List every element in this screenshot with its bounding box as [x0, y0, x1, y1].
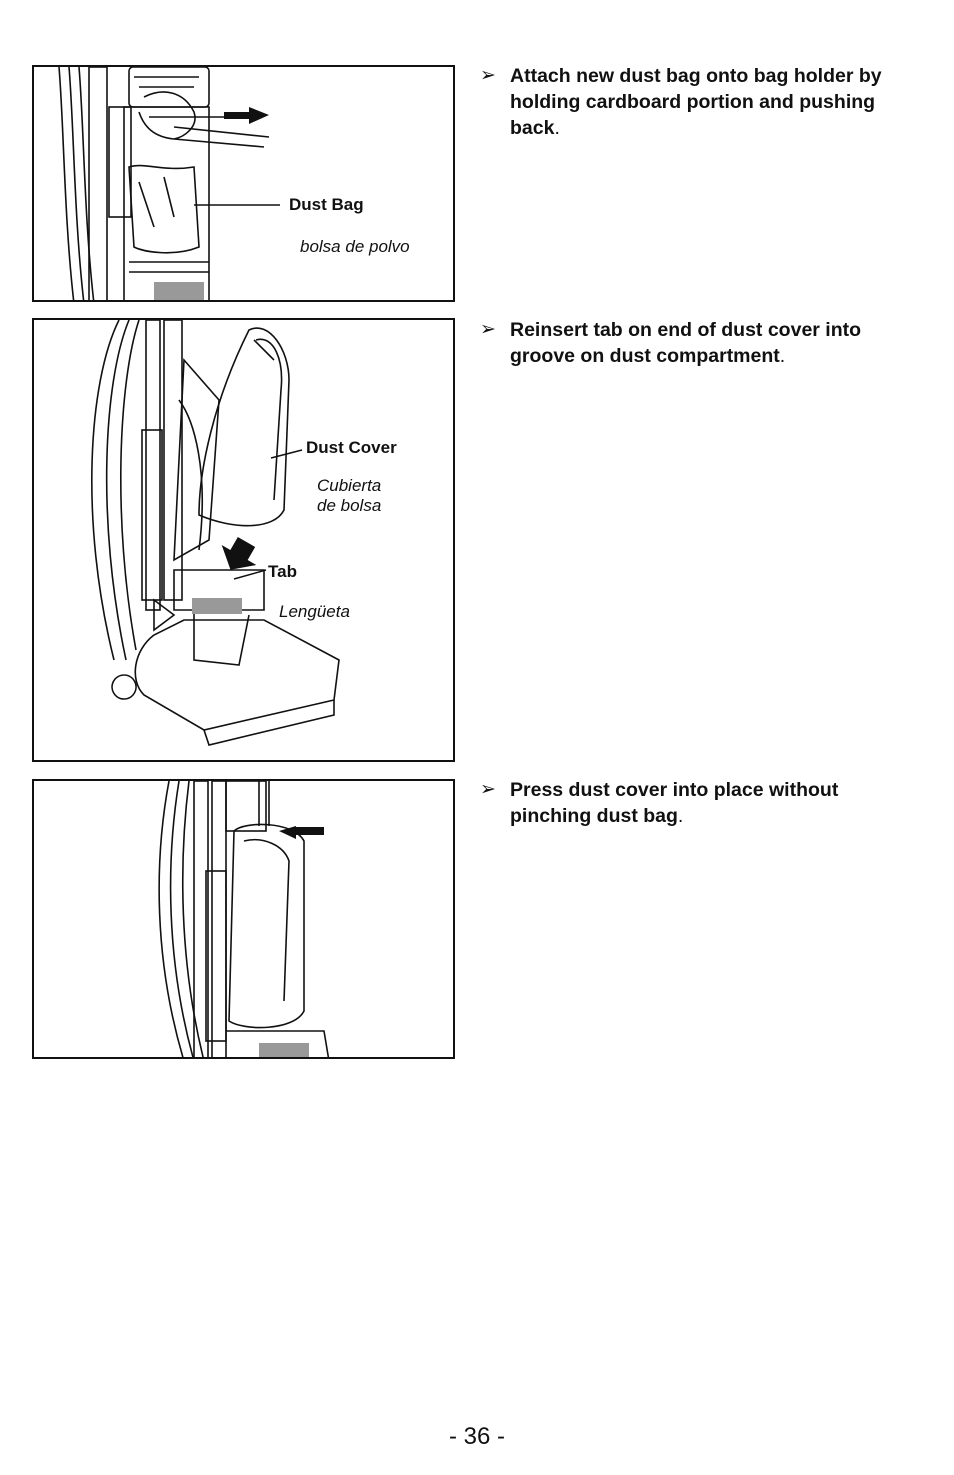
page-number: - 36 - — [448, 1423, 505, 1450]
vacuum-press-illustration — [158, 781, 330, 1057]
tab-label-spanish: Lengüeta — [279, 602, 350, 621]
step-1-text: Attach new dust bag onto bag holder by h… — [510, 65, 882, 139]
tab-label: Tab — [268, 562, 297, 581]
vacuum-bag-illustration — [58, 67, 280, 300]
step-3-text: Press dust cover into place without pinc… — [510, 779, 839, 827]
figure-reinsert-dust-cover: Dust Cover Cubierta de bolsa Tab Lengüet… — [32, 318, 455, 762]
dust-cover-label-spanish-2: de bolsa — [317, 496, 382, 515]
dust-cover-label: Dust Cover — [306, 438, 397, 457]
figure-attach-dust-bag: Dust Bag bolsa de polvo — [32, 65, 455, 302]
arrow-bullet-icon: ➢ — [480, 319, 496, 340]
dust-bag-label: Dust Bag — [289, 195, 364, 214]
step-2-text: Reinsert tab on end of dust cover into g… — [510, 319, 862, 367]
figure-press-dust-cover — [32, 779, 455, 1059]
arrow-bullet-icon: ➢ — [480, 65, 496, 86]
vacuum-cover-illustration — [91, 320, 340, 746]
dust-bag-label-spanish: bolsa de polvo — [300, 237, 410, 256]
dust-cover-label-spanish-1: Cubierta — [317, 476, 382, 495]
arrow-bullet-icon: ➢ — [480, 779, 496, 800]
